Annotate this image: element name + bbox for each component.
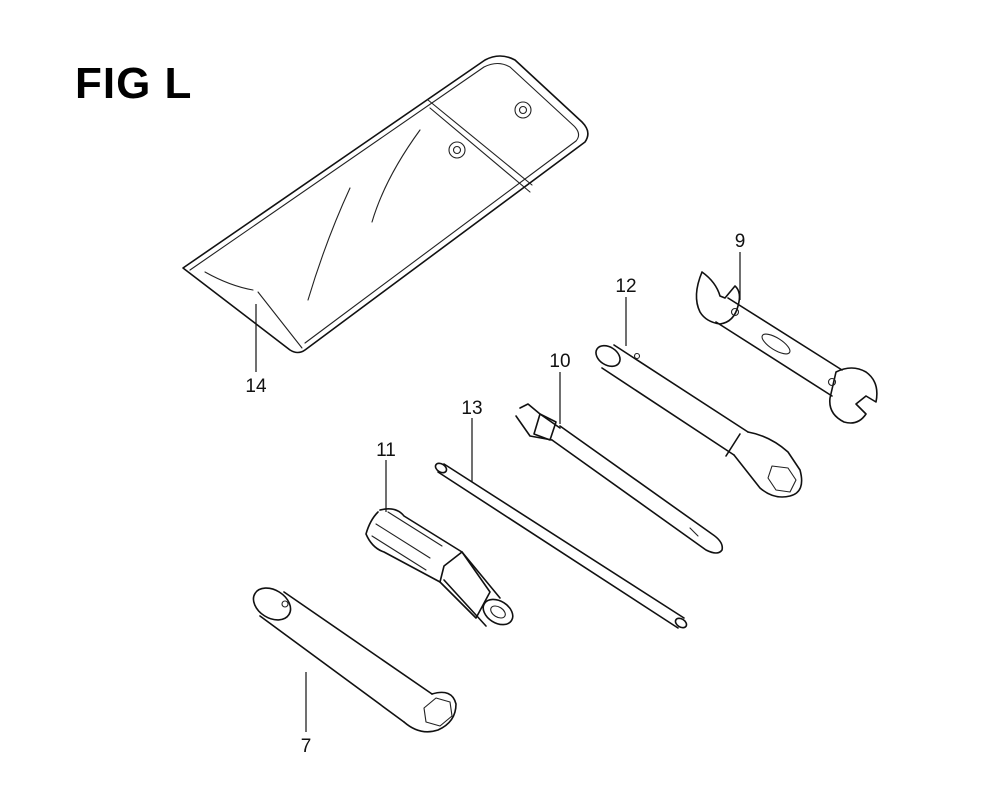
screwdriver — [515, 403, 724, 554]
callout-11: 11 — [376, 440, 396, 461]
figure-title: FIG L — [75, 59, 193, 108]
box-wrench — [595, 344, 803, 498]
handle-bar — [434, 462, 688, 629]
callout-7: 7 — [301, 736, 312, 757]
callout-10: 10 — [549, 351, 570, 372]
callout-9: 9 — [735, 231, 746, 252]
callout-12: 12 — [615, 276, 636, 297]
spark-plug-wrench — [252, 587, 457, 733]
callout-14: 14 — [245, 376, 267, 397]
screwdriver-grip — [365, 508, 514, 627]
callout-13: 13 — [461, 398, 482, 419]
open-end-wrench — [695, 271, 878, 424]
tool-pouch — [182, 55, 589, 354]
